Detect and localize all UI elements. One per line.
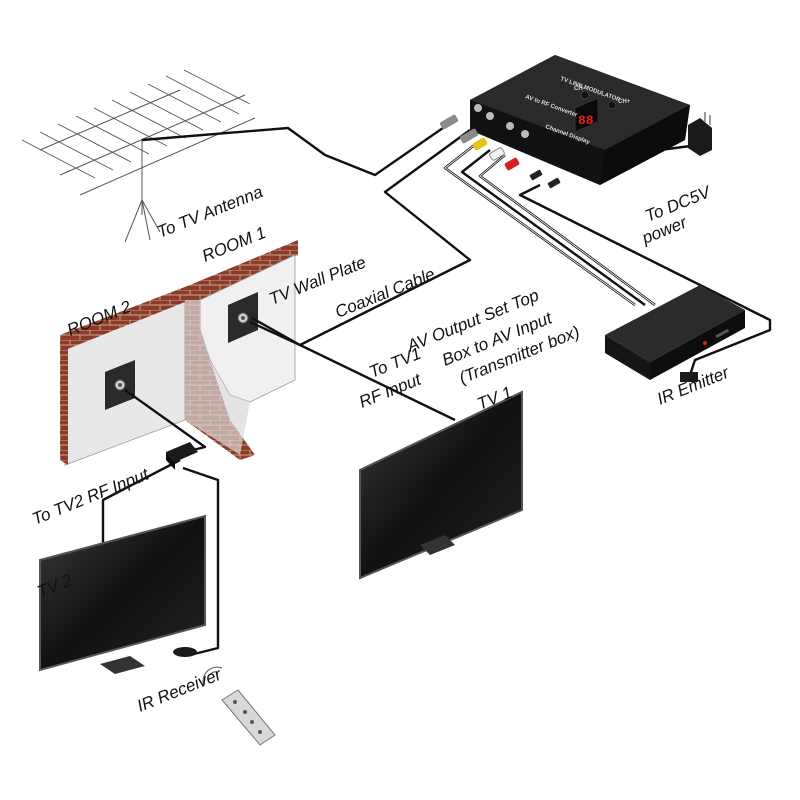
ir-emitter-icon [680,372,698,382]
wall-plate-icon [228,292,258,343]
channel-display: 88 [578,113,594,128]
label-to-tv1-2: RF Input [356,369,424,411]
coax-connectors [439,114,479,144]
tv-2 [39,514,206,674]
label-to-tv2-rf-input: To TV2 RF Input [29,464,152,528]
ch-plus-button[interactable] [607,100,617,110]
tv2-rf-input-device [166,442,198,470]
ch-minus-label: CH- [574,86,585,92]
modulator-icon: 88 TV LINK MODULATOR AV to RF Converter … [470,55,690,185]
power-adapter-icon [688,112,712,156]
cables [101,119,772,657]
ir-receiver-icon [173,647,197,657]
tv-icon [359,390,523,580]
antenna-icon [21,69,256,243]
ch-plus-label: CH+ [618,99,631,105]
brick-wall [60,240,298,466]
remote-control-icon [202,666,276,746]
ch-minus-button[interactable] [580,90,590,100]
wall-plate-room2 [105,360,135,410]
set-top-box-icon [605,285,745,380]
rca-plugs [472,137,561,189]
label-ir-receiver: IR Receiver [134,664,225,715]
